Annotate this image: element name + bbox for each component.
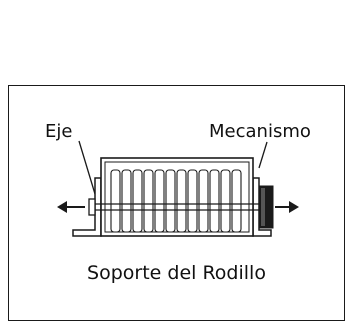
eje-leader-line bbox=[78, 140, 96, 195]
diagram-frame: Eje Mecanismo Soporte del Rodillo bbox=[8, 85, 345, 321]
mecanismo-leader-line bbox=[258, 141, 268, 169]
roller-support-diagram bbox=[57, 140, 299, 237]
shaft bbox=[89, 203, 273, 211]
label-mecanismo: Mecanismo bbox=[209, 121, 311, 142]
roller-coils bbox=[110, 169, 242, 233]
diagram-caption: Soporte del Rodillo bbox=[87, 262, 266, 284]
shaft-end-left bbox=[88, 198, 96, 216]
right-arrow bbox=[275, 201, 299, 213]
mechanism-block bbox=[258, 185, 274, 229]
left-arrow bbox=[57, 201, 85, 213]
label-eje: Eje bbox=[45, 121, 73, 142]
